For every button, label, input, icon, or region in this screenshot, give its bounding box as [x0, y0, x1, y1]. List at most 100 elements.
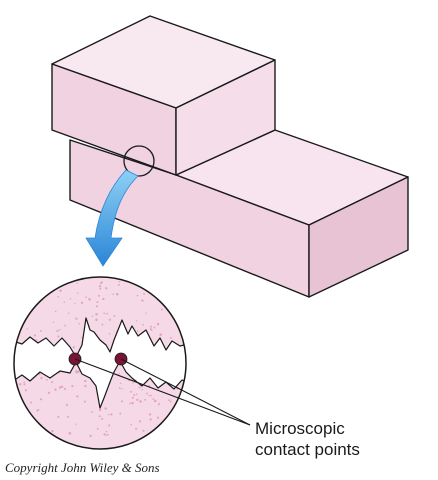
speckle-dot [30, 401, 33, 404]
copyright-text: Copyright John Wiley & Sons [5, 460, 160, 475]
speckle-dot [23, 381, 25, 383]
speckle-dot [99, 287, 102, 290]
speckle-dot [67, 312, 70, 314]
speckle-dot [68, 431, 72, 435]
down-arrow-icon [85, 169, 139, 267]
speckle-dot [156, 416, 160, 419]
speckle-dot [91, 411, 93, 414]
label-line-1: Microscopic [255, 419, 345, 438]
speckle-dot [56, 329, 59, 333]
speckle-dot [136, 330, 139, 333]
magnified-circle-outline [13, 276, 187, 450]
speckle-dot [96, 427, 99, 430]
speckle-dot [148, 413, 152, 416]
speckle-dot [110, 413, 113, 416]
speckle-dot [146, 392, 149, 395]
speckle-dot [89, 434, 92, 438]
speckle-dot [83, 379, 87, 383]
speckle-dot [39, 398, 43, 401]
label-line-2: contact points [255, 440, 360, 459]
speckle-dot [101, 417, 104, 420]
speckle-dot [144, 398, 146, 401]
speckle-dot [136, 294, 139, 297]
speckle-dot [102, 297, 105, 301]
speckle-dot [118, 373, 120, 375]
speckle-dot [108, 318, 111, 321]
speckle-dot [47, 391, 51, 395]
speckle-dot [129, 402, 131, 405]
speckle-dot [78, 322, 80, 325]
speckle-dot [115, 292, 119, 296]
speckle-dot [80, 301, 84, 304]
speckle-dot [138, 386, 141, 389]
leader-line [120, 358, 251, 426]
speckle-dot [57, 415, 60, 418]
speckle-dot [133, 394, 136, 396]
speckle-dot [113, 315, 116, 318]
magnifier-circle-icon [123, 145, 155, 177]
speckle-dot [119, 412, 122, 415]
speckle-dot [63, 388, 67, 391]
speckle-dot [63, 301, 66, 303]
speckle-dot [118, 280, 121, 283]
speckle-dot [65, 403, 68, 406]
speckle-dot [141, 388, 143, 391]
speckle-dot [121, 388, 124, 390]
speckle-dot [120, 400, 123, 403]
speckle-dot [95, 305, 99, 308]
speckle-dot [139, 400, 142, 403]
speckle-dot [168, 399, 171, 402]
speckle-dot [95, 313, 98, 316]
speckle-dot [108, 413, 110, 416]
speckle-dot [74, 302, 76, 305]
speckle-dot [156, 322, 160, 326]
speckle-dot [76, 395, 79, 398]
speckle-dot [101, 323, 104, 326]
speckle-dot [98, 285, 102, 288]
speckle-dot [51, 429, 54, 433]
speckle-dot [149, 325, 152, 328]
speckle-dot [95, 318, 98, 322]
speckle-dot [76, 292, 79, 294]
speckle-dot [150, 329, 153, 332]
speckle-dot [142, 323, 144, 326]
surface-gap [14, 317, 186, 409]
speckle-dot [54, 388, 57, 391]
speckle-dot [119, 382, 122, 385]
speckle-dot [130, 390, 132, 393]
speckle-dot [26, 328, 29, 330]
speckle-dot [105, 430, 108, 433]
speckle-dot [59, 289, 62, 292]
speckle-dot [97, 294, 100, 297]
speckle-dot [72, 346, 75, 349]
speckle-dot [170, 400, 172, 403]
speckle-dot [150, 394, 152, 397]
speckle-dot [148, 394, 151, 397]
speckle-dot [106, 433, 109, 436]
speckle-dot [103, 312, 106, 315]
speckle-dot [36, 409, 39, 412]
speckle-dot [23, 383, 26, 386]
speckle-dot [131, 396, 134, 399]
speckle-dot [145, 312, 147, 314]
speckle-dot [40, 376, 43, 380]
speckle-dot [18, 383, 22, 386]
speckle-dot [98, 415, 101, 418]
speckle-dot [75, 317, 78, 320]
speckle-dot [66, 415, 69, 418]
speckle-dot [71, 385, 74, 388]
speckle-dot [24, 389, 28, 392]
speckle-dot [83, 400, 87, 403]
speckle-dot [88, 298, 91, 301]
speckle-dot [105, 287, 108, 290]
speckle-dot [52, 321, 55, 324]
speckle-dot [75, 423, 77, 426]
speckle-dot [64, 324, 66, 327]
speckle-dot [136, 398, 139, 401]
speckle-dot [135, 320, 138, 322]
speckle-dot [153, 399, 157, 403]
speckle-dot [148, 384, 151, 387]
speckle-dot [112, 293, 114, 296]
contact-points-label: Microscopic contact points [255, 418, 360, 460]
